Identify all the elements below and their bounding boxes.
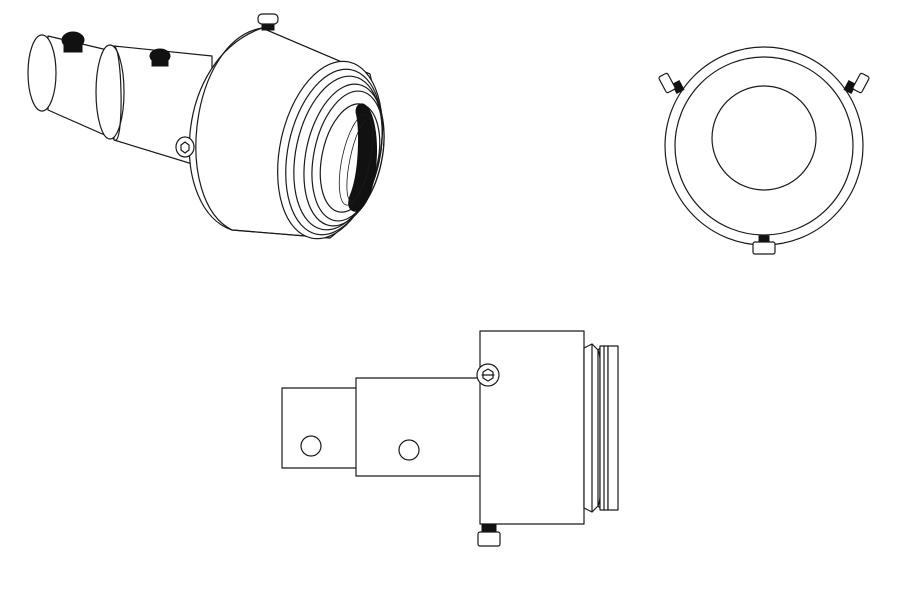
thumb-screw-top xyxy=(257,13,279,31)
screw-hole-small-tube xyxy=(300,435,322,457)
hex-socket-screw xyxy=(175,136,195,158)
isometric-view xyxy=(27,13,385,240)
front-view-screw-left xyxy=(658,72,685,94)
screw-hole-middle-tube xyxy=(398,439,420,461)
side-hex-socket-screw xyxy=(476,363,500,387)
bore xyxy=(711,85,817,191)
side-thumb-screw-bottom xyxy=(477,523,501,547)
front-view-screw-bottom xyxy=(752,235,776,255)
front-flange-section xyxy=(583,343,619,513)
thumb-screw-middle-tube xyxy=(149,48,171,67)
thumb-screw-small-tube xyxy=(61,31,85,53)
front-view-screw-right xyxy=(843,72,870,94)
small-tube-section xyxy=(281,387,359,469)
threaded-bore xyxy=(319,103,381,213)
front-end-view xyxy=(658,46,870,255)
inner-ring xyxy=(674,56,854,236)
side-elevation-view xyxy=(281,330,619,547)
main-body-section xyxy=(479,330,585,525)
middle-tube-section xyxy=(355,377,483,477)
